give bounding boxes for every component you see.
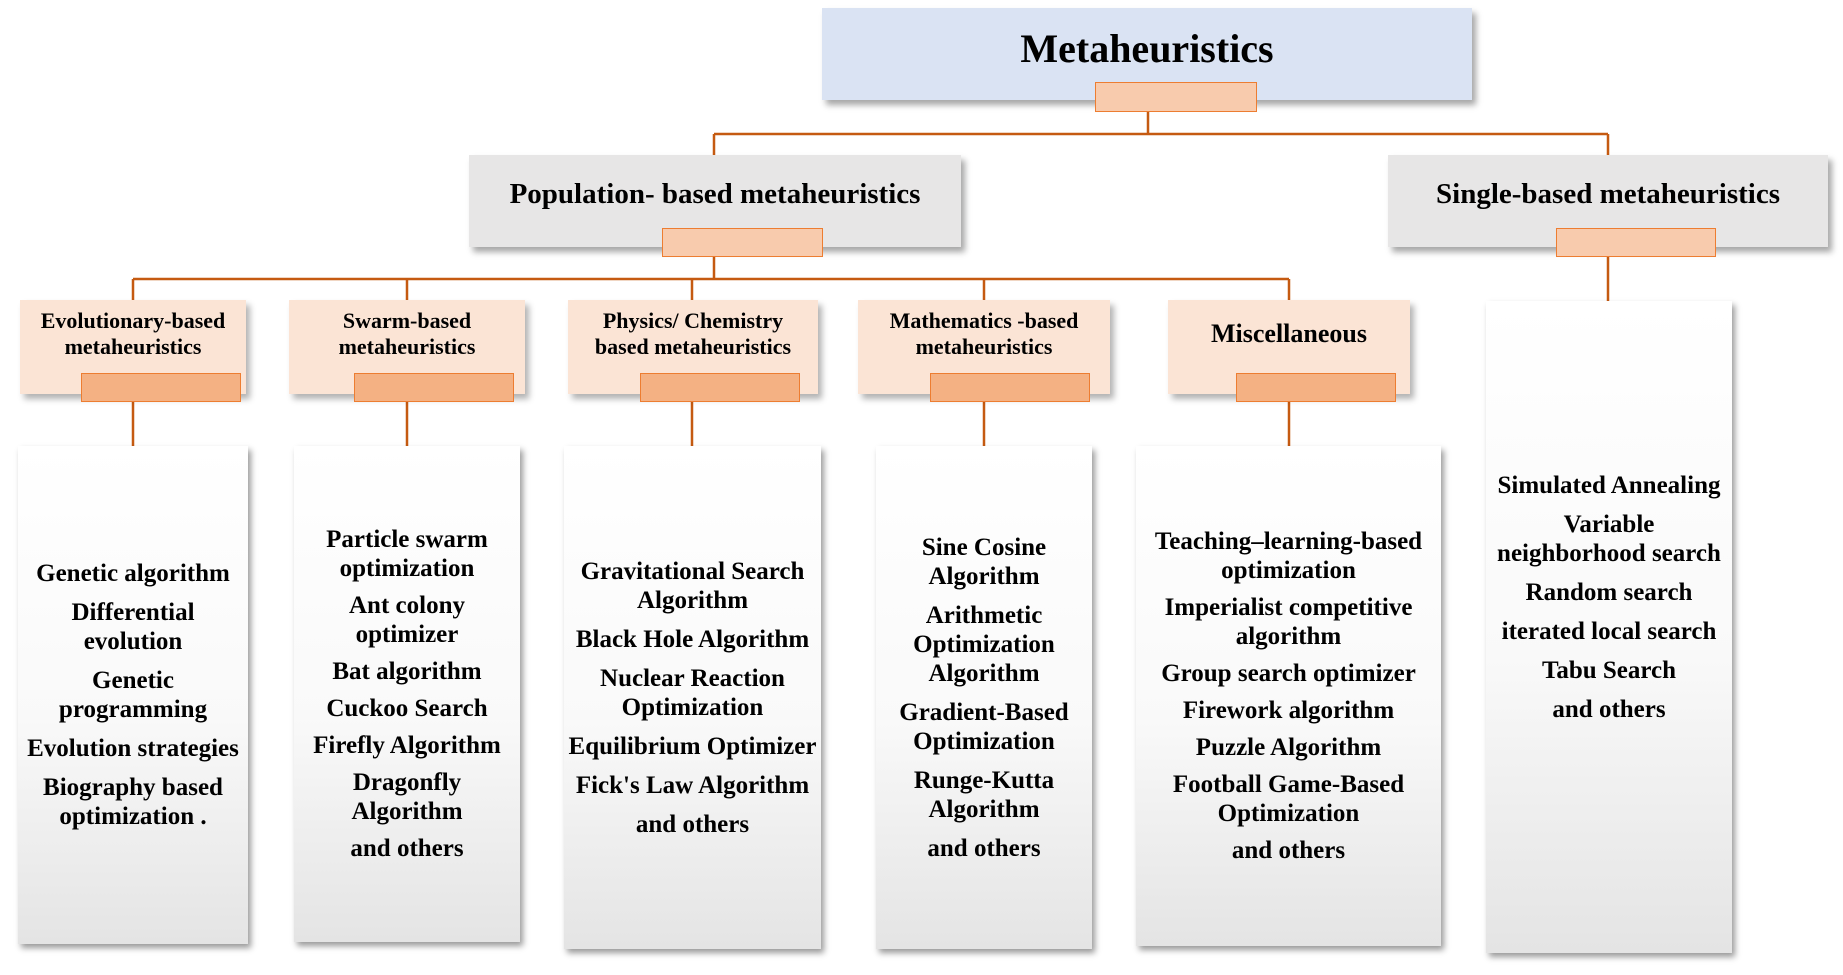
algorithm-item: and others <box>1231 837 1346 864</box>
algorithm-item: Genetic programming <box>58 667 208 723</box>
algorithm-item: Differential evolution <box>71 599 195 655</box>
algorithm-item: Particle swarm optimization <box>326 526 488 582</box>
algorithm-item: Bat algorithm <box>332 658 482 685</box>
edge-categories-to-leaves <box>131 402 1291 446</box>
algorithm-item: Sine Cosine Algorithm <box>921 533 1047 590</box>
root-label: Metaheuristics <box>1020 25 1274 71</box>
category-evolutionary-tab <box>81 373 241 402</box>
category-label: Evolutionary-based metaheuristics <box>40 308 226 359</box>
algorithm-item: Football Game-Based Optimization <box>1172 771 1405 827</box>
algorithm-item: Gradient-Based Optimization <box>899 698 1069 755</box>
population-based-node-tab <box>662 228 823 257</box>
category-mathematics-tab <box>930 373 1090 402</box>
algorithm-item: Random search <box>1525 579 1693 606</box>
category-label: Miscellaneous <box>1211 319 1367 348</box>
category-swarm-tab <box>354 373 514 402</box>
category-physics-chemistry-tab <box>640 373 800 402</box>
category-swarm-based: Swarm-based metaheuristics <box>289 300 525 394</box>
edge-root-to-level1 <box>712 112 1610 155</box>
algorithm-item: Puzzle Algorithm <box>1195 734 1382 761</box>
algorithm-item: Evolution strategies <box>27 735 239 762</box>
algorithm-item: Genetic algorithm <box>36 560 230 587</box>
category-label: Physics/ Chemistry based metaheuristics <box>594 308 792 359</box>
category-label: Swarm-based metaheuristics <box>338 308 476 359</box>
algorithm-item: Group search optimizer <box>1161 660 1416 687</box>
algorithm-item: Teaching–learning-based optimization <box>1154 528 1423 584</box>
algorithm-item: Equilibrium Optimizer <box>568 732 817 760</box>
algorithm-item: Variable neighborhood search <box>1497 511 1721 567</box>
algorithm-item: Cuckoo Search <box>326 695 488 722</box>
algorithm-item: Black Hole Algorithm <box>575 625 810 653</box>
algorithm-item: Runge-Kutta Algorithm <box>913 766 1055 823</box>
root-node: Metaheuristics <box>822 8 1472 100</box>
population-based-node: Population- based metaheuristics <box>469 155 961 247</box>
algorithm-item: Fick's Law Algorithm <box>575 771 810 799</box>
single-based-node-tab <box>1556 228 1716 257</box>
algorithm-item: Ant colony optimizer <box>349 592 465 648</box>
edge-population-to-categories <box>131 257 1291 300</box>
category-miscellaneous-tab <box>1236 373 1396 402</box>
algorithm-item: and others <box>927 834 1041 862</box>
algorithm-item: Simulated Annealing <box>1497 472 1721 499</box>
algorithm-item: Firefly Algorithm <box>313 732 501 759</box>
algorithm-item: and others <box>350 835 464 862</box>
algorithm-item: and others <box>1552 696 1666 723</box>
algorithm-item: Tabu Search <box>1541 657 1677 684</box>
algorithm-item: Biography based optimization . <box>43 774 223 830</box>
single-based-label: Single-based metaheuristics <box>1436 177 1780 210</box>
category-label: Mathematics -based metaheuristics <box>889 308 1079 359</box>
algorithm-item: Nuclear Reaction Optimization <box>600 664 785 721</box>
population-based-label: Population- based metaheuristics <box>509 177 921 210</box>
root-node-tab <box>1095 82 1257 112</box>
algorithm-item: Firework algorithm <box>1182 697 1395 724</box>
algorithm-item: Imperialist competitive algorithm <box>1164 594 1413 650</box>
algorithm-item: Gravitational Search Algorithm <box>580 557 805 614</box>
algorithm-item: Dragonfly Algorithm <box>351 769 463 825</box>
algorithm-item: iterated local search <box>1501 618 1717 645</box>
algorithm-item: Arithmetic Optimization Algorithm <box>913 601 1055 687</box>
algorithm-item: and others <box>635 810 750 838</box>
